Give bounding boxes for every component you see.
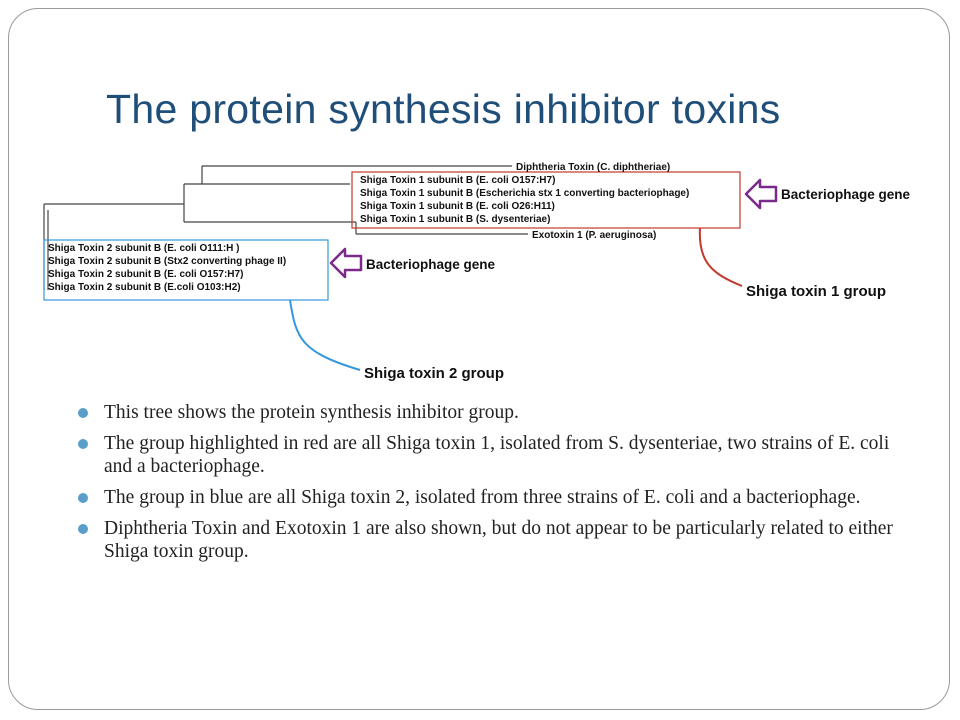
stx2-callout-line <box>289 299 361 371</box>
tree-leaf-stx2: Shiga Toxin 2 subunit B (E. coli O157:H7… <box>48 269 243 280</box>
bullet-item: The group in blue are all Shiga toxin 2,… <box>78 486 898 509</box>
bullet-item: The group highlighted in red are all Shi… <box>78 432 898 478</box>
tree-leaf-stx1: Shiga Toxin 1 subunit B (Escherichia stx… <box>360 188 689 199</box>
stx2-box <box>43 239 329 301</box>
tree-leaf-stx2: Shiga Toxin 2 subunit B (Stx2 converting… <box>48 256 286 267</box>
slide-frame <box>8 8 950 710</box>
tree-leaf-diphtheria: Diphtheria Toxin (C. diphtheriae) <box>516 162 670 173</box>
tree-leaf-exotoxin: Exotoxin 1 (P. aeruginosa) <box>532 230 656 241</box>
stx1-callout-line <box>698 227 743 287</box>
bacteriophage-arrow-icon <box>744 178 778 210</box>
tree-leaf-stx1: Shiga Toxin 1 subunit B (S. dysenteriae) <box>360 214 550 225</box>
callout-bacteriophage-left: Bacteriophage gene <box>366 257 496 272</box>
bullet-dot-icon <box>78 408 88 418</box>
bullet-dot-icon <box>78 524 88 534</box>
stx1-box <box>351 171 741 229</box>
tree-leaf-stx1: Shiga Toxin 1 subunit B (E. coli O157:H7… <box>360 175 555 186</box>
bacteriophage-arrow-icon <box>329 247 363 279</box>
callout-stx2-group: Shiga toxin 2 group <box>364 365 504 382</box>
callout-bacteriophage-right: Bacteriophage gene <box>781 187 911 202</box>
bullet-item: This tree shows the protein synthesis in… <box>78 401 898 424</box>
bullet-dot-icon <box>78 439 88 449</box>
tree-leaf-stx2: Shiga Toxin 2 subunit B (E.coli O103:H2) <box>48 282 241 293</box>
callout-stx1-group: Shiga toxin 1 group <box>746 283 886 300</box>
bullet-dot-icon <box>78 493 88 503</box>
bullet-list: This tree shows the protein synthesis in… <box>78 401 898 571</box>
slide-title: The protein synthesis inhibitor toxins <box>106 86 781 132</box>
tree-leaf-stx2: Shiga Toxin 2 subunit B (E. coli O111:H … <box>48 243 240 254</box>
tree-branches <box>43 165 528 290</box>
tree-leaf-stx1: Shiga Toxin 1 subunit B (E. coli O26:H11… <box>360 201 555 212</box>
bullet-item: Diphtheria Toxin and Exotoxin 1 are also… <box>78 517 898 563</box>
